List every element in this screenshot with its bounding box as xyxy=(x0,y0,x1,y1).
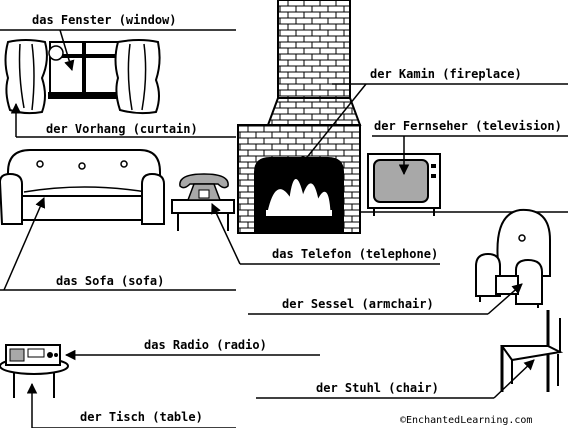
label-armchair: der Sessel (armchair) xyxy=(282,297,434,311)
telephone-drawing xyxy=(171,173,235,231)
label-leaders xyxy=(0,29,568,428)
label-chair: der Stuhl (chair) xyxy=(316,381,439,395)
window-drawing xyxy=(4,39,161,115)
label-sofa: das Sofa (sofa) xyxy=(56,274,165,288)
label-table: der Tisch (table) xyxy=(80,410,203,424)
label-curtain: der Vorhang (curtain) xyxy=(46,122,198,136)
label-telephone: das Telefon (telephone) xyxy=(272,247,439,261)
sofa-drawing xyxy=(0,149,165,225)
label-television: der Fernseher (television) xyxy=(374,119,562,133)
radio-drawing xyxy=(0,344,69,398)
label-fireplace: der Kamin (fireplace) xyxy=(370,67,522,81)
armchair-drawing xyxy=(475,208,551,308)
television-drawing xyxy=(367,153,441,216)
label-radio: das Radio (radio) xyxy=(144,338,267,352)
fireplace-drawing xyxy=(237,0,362,234)
copyright-notice: ©EnchantedLearning.com xyxy=(400,415,533,426)
chair-drawing xyxy=(500,310,564,392)
label-window: das Fenster (window) xyxy=(32,13,177,27)
